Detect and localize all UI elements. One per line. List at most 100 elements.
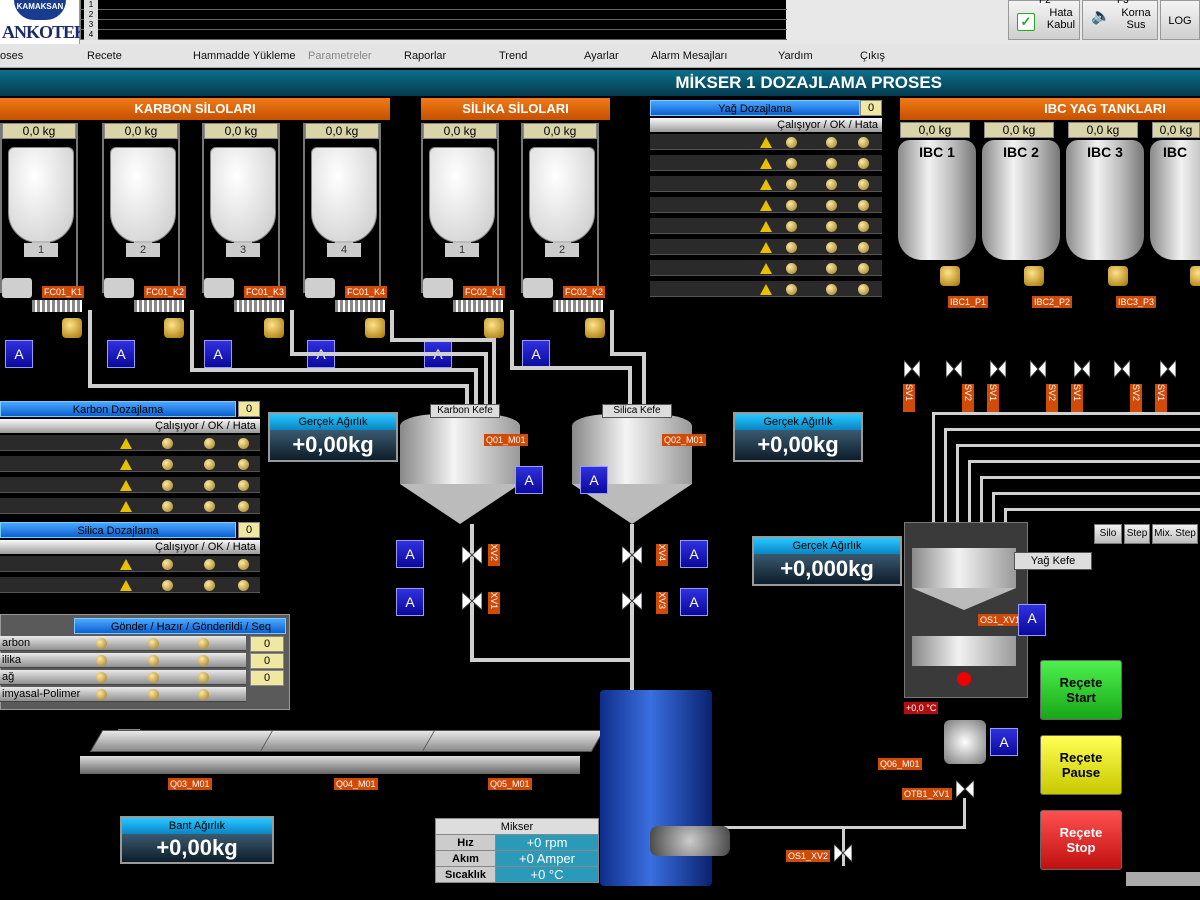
ibc-tank-2[interactable]: IBC 2 — [982, 140, 1060, 270]
pump-tag: IBC3_P3 — [1116, 296, 1157, 308]
status-led — [826, 200, 837, 211]
karbon-weight-display: Gerçek Ağırlık +0,00kg — [268, 412, 398, 462]
yag-kefe-auto-button[interactable]: A — [1018, 604, 1046, 636]
dozaj-row — [0, 498, 260, 514]
silo-weight: 0,0 kg — [104, 123, 178, 139]
recipe-pause-button[interactable]: Reçete Pause — [1040, 735, 1122, 795]
grid-row[interactable]: 3 — [81, 20, 787, 30]
status-led — [826, 263, 837, 274]
menu-parametreler[interactable]: Parametreler — [308, 50, 372, 62]
silika-silo-1[interactable]: 0,0 kg 1 FC02_K1 — [421, 123, 506, 312]
mixer-current-value: +0 Amper — [495, 850, 599, 867]
log-button[interactable]: LOG — [1160, 0, 1200, 40]
scrollbar[interactable] — [1126, 872, 1200, 886]
xv4-auto-button[interactable]: A — [680, 540, 708, 568]
menu-trend[interactable]: Trend — [499, 50, 528, 62]
silika-2-auto-button[interactable]: A — [522, 340, 550, 368]
karbon-silo-2[interactable]: 0,0 kg 2 FC01_K2 — [102, 123, 187, 312]
pipe — [724, 826, 966, 829]
status-led — [96, 638, 107, 649]
status-led — [238, 580, 249, 591]
pipe — [290, 352, 486, 356]
row-number: 4 — [84, 30, 98, 40]
valve-icon[interactable] — [622, 546, 642, 564]
xv2-auto-button[interactable]: A — [396, 540, 424, 568]
pipe — [968, 460, 971, 532]
silo-3-auto-button[interactable]: A — [204, 340, 232, 368]
valve-icon[interactable] — [956, 780, 974, 798]
valve-icon[interactable] — [622, 592, 642, 610]
grid-row[interactable]: 1 — [81, 0, 787, 10]
ibc-tank-3[interactable]: IBC 3 — [1066, 140, 1144, 270]
valve-icon[interactable] — [1160, 360, 1176, 378]
warning-icon — [760, 263, 772, 274]
menu-hammadde[interactable]: Hammadde Yükleme — [193, 50, 296, 62]
silo-step-button[interactable]: Silo — [1094, 524, 1122, 544]
mix-step-button[interactable]: Mix. Step — [1152, 524, 1198, 544]
mixer-current-label: Akım — [435, 850, 496, 867]
karbon-silo-3[interactable]: 0,0 kg 3 FC01_K3 — [202, 123, 287, 312]
logo-top-text: KAMAKSAN — [16, 2, 64, 11]
sv-tag: SV2 — [962, 384, 974, 412]
recipe-stop-button[interactable]: Reçete Stop — [1040, 810, 1122, 870]
mixer-title: Mikser — [435, 818, 599, 835]
karbon-silo-4[interactable]: 0,0 kg 4 FC01_K4 — [303, 123, 388, 312]
status-led — [786, 137, 797, 148]
silo-bag — [429, 147, 495, 243]
pipe — [932, 412, 1200, 415]
recipe-start-button[interactable]: Reçete Start — [1040, 660, 1122, 720]
menu-raporlar[interactable]: Raporlar — [404, 50, 447, 62]
menu-cikis[interactable]: Çıkış — [860, 50, 886, 62]
grid-row[interactable]: 2 — [81, 10, 787, 20]
menu-recete[interactable]: Recete — [87, 50, 122, 62]
xv3-auto-button[interactable]: A — [680, 588, 708, 616]
valve-icon[interactable] — [904, 360, 920, 378]
pump-auto-button[interactable]: A — [990, 728, 1018, 756]
valve-icon[interactable] — [462, 546, 482, 564]
hata-kabul-button[interactable]: ✓ F2 Hata Kabul — [1008, 0, 1080, 40]
status-led — [786, 263, 797, 274]
karbon-header: KARBON SİLOLARI — [0, 98, 390, 120]
status-led — [148, 638, 159, 649]
grid-row[interactable]: 4 — [81, 30, 787, 40]
yag-dozaj-sub: Çalışıyor / OK / Hata — [650, 118, 882, 132]
screw-conveyor — [32, 300, 82, 312]
karbon-kefe[interactable]: Karbon Kefe Q01_M01 — [400, 404, 528, 534]
karbon-kefe-auto-button[interactable]: A — [515, 466, 543, 494]
mixer-machine[interactable] — [600, 690, 712, 886]
weight-coin-icon — [1190, 266, 1200, 286]
menu-yardim[interactable]: Yardım — [778, 50, 813, 62]
pipe — [842, 826, 845, 866]
screw-conveyor — [553, 300, 603, 312]
menu-proses[interactable]: oses — [0, 50, 24, 62]
status-led — [238, 559, 249, 570]
pipe — [390, 338, 494, 342]
status-led — [238, 501, 249, 512]
silica-dozaj-sub: Çalışıyor / OK / Hata — [0, 540, 260, 554]
valve-tag: OS1_XV2 — [786, 850, 831, 862]
ibc-tank-1[interactable]: IBC 1 — [898, 140, 976, 270]
karbon-dozaj-count: 0 — [238, 401, 260, 417]
status-led — [96, 655, 107, 666]
ibc-tank-4[interactable]: IBC — [1150, 140, 1200, 270]
valve-icon[interactable] — [946, 360, 962, 378]
karbon-silo-1[interactable]: 0,0 kg 1 FC01_K1 — [0, 123, 85, 312]
silo-bag — [311, 147, 377, 243]
weight-label: Gerçek Ağırlık — [754, 538, 900, 554]
menu-alarm[interactable]: Alarm Mesajları — [651, 50, 728, 62]
valve-icon[interactable] — [834, 844, 852, 862]
menu-ayarlar[interactable]: Ayarlar — [584, 50, 619, 62]
valve-icon[interactable] — [1114, 360, 1130, 378]
silica-kefe-auto-button[interactable]: A — [580, 466, 608, 494]
silika-silo-2[interactable]: 0,0 kg 2 FC02_K2 — [521, 123, 606, 312]
xv1-auto-button[interactable]: A — [396, 588, 424, 616]
valve-icon[interactable] — [1030, 360, 1046, 378]
silo-2-auto-button[interactable]: A — [107, 340, 135, 368]
valve-icon[interactable] — [462, 592, 482, 610]
valve-icon[interactable] — [1074, 360, 1090, 378]
silo-1-auto-button[interactable]: A — [5, 340, 33, 368]
status-led — [162, 501, 173, 512]
step-button[interactable]: Step — [1124, 524, 1150, 544]
korna-sus-button[interactable]: 🔈 F3 Korna Sus — [1082, 0, 1158, 40]
valve-icon[interactable] — [990, 360, 1006, 378]
